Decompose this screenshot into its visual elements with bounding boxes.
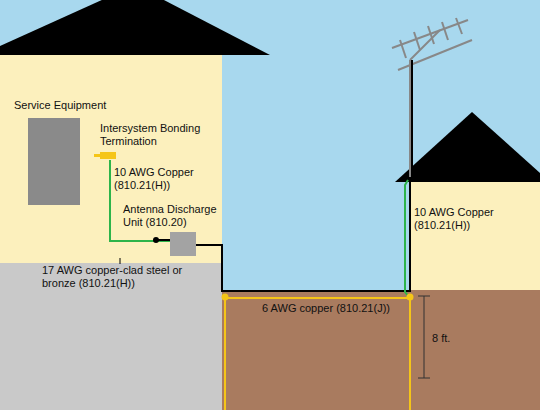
- node-heading: Antenna Discharge Unit (810.20): [123, 203, 218, 229]
- service-equipment-box: [28, 118, 80, 205]
- bonding-termination-symbol: [94, 152, 116, 159]
- wire-label: 10 AWG Copper (810.21(H)): [414, 206, 514, 232]
- dimension-label: 8 ft.: [432, 332, 482, 345]
- bonding-termination-label: Intersystem Bonding Termination: [100, 122, 220, 148]
- conductor-label: 17 AWG copper-clad steel or bronze (810.…: [42, 264, 218, 290]
- discharge-unit-box: [170, 232, 196, 256]
- ground-rods: [223, 295, 413, 410]
- coax-cable: [196, 60, 412, 291]
- ground: [222, 290, 540, 410]
- house-wall: [0, 55, 222, 265]
- garage-roof: [395, 112, 540, 182]
- wire-label: 6 AWG copper (810.21(J)): [262, 302, 402, 315]
- ground-terminal: [153, 237, 159, 243]
- house-roof: [0, 0, 270, 55]
- box-fill: [28, 118, 80, 205]
- dimension-line: [418, 296, 430, 378]
- box-fill: [170, 232, 196, 256]
- antenna: [392, 18, 472, 180]
- foundation: [0, 263, 222, 410]
- wire-label: 10 AWG Copper (810.21(H)): [114, 166, 194, 192]
- leader-line: [120, 258, 121, 264]
- node-heading: Service Equipment: [14, 99, 154, 112]
- bonding-wire: [405, 180, 409, 297]
- garage-wall: [410, 178, 540, 290]
